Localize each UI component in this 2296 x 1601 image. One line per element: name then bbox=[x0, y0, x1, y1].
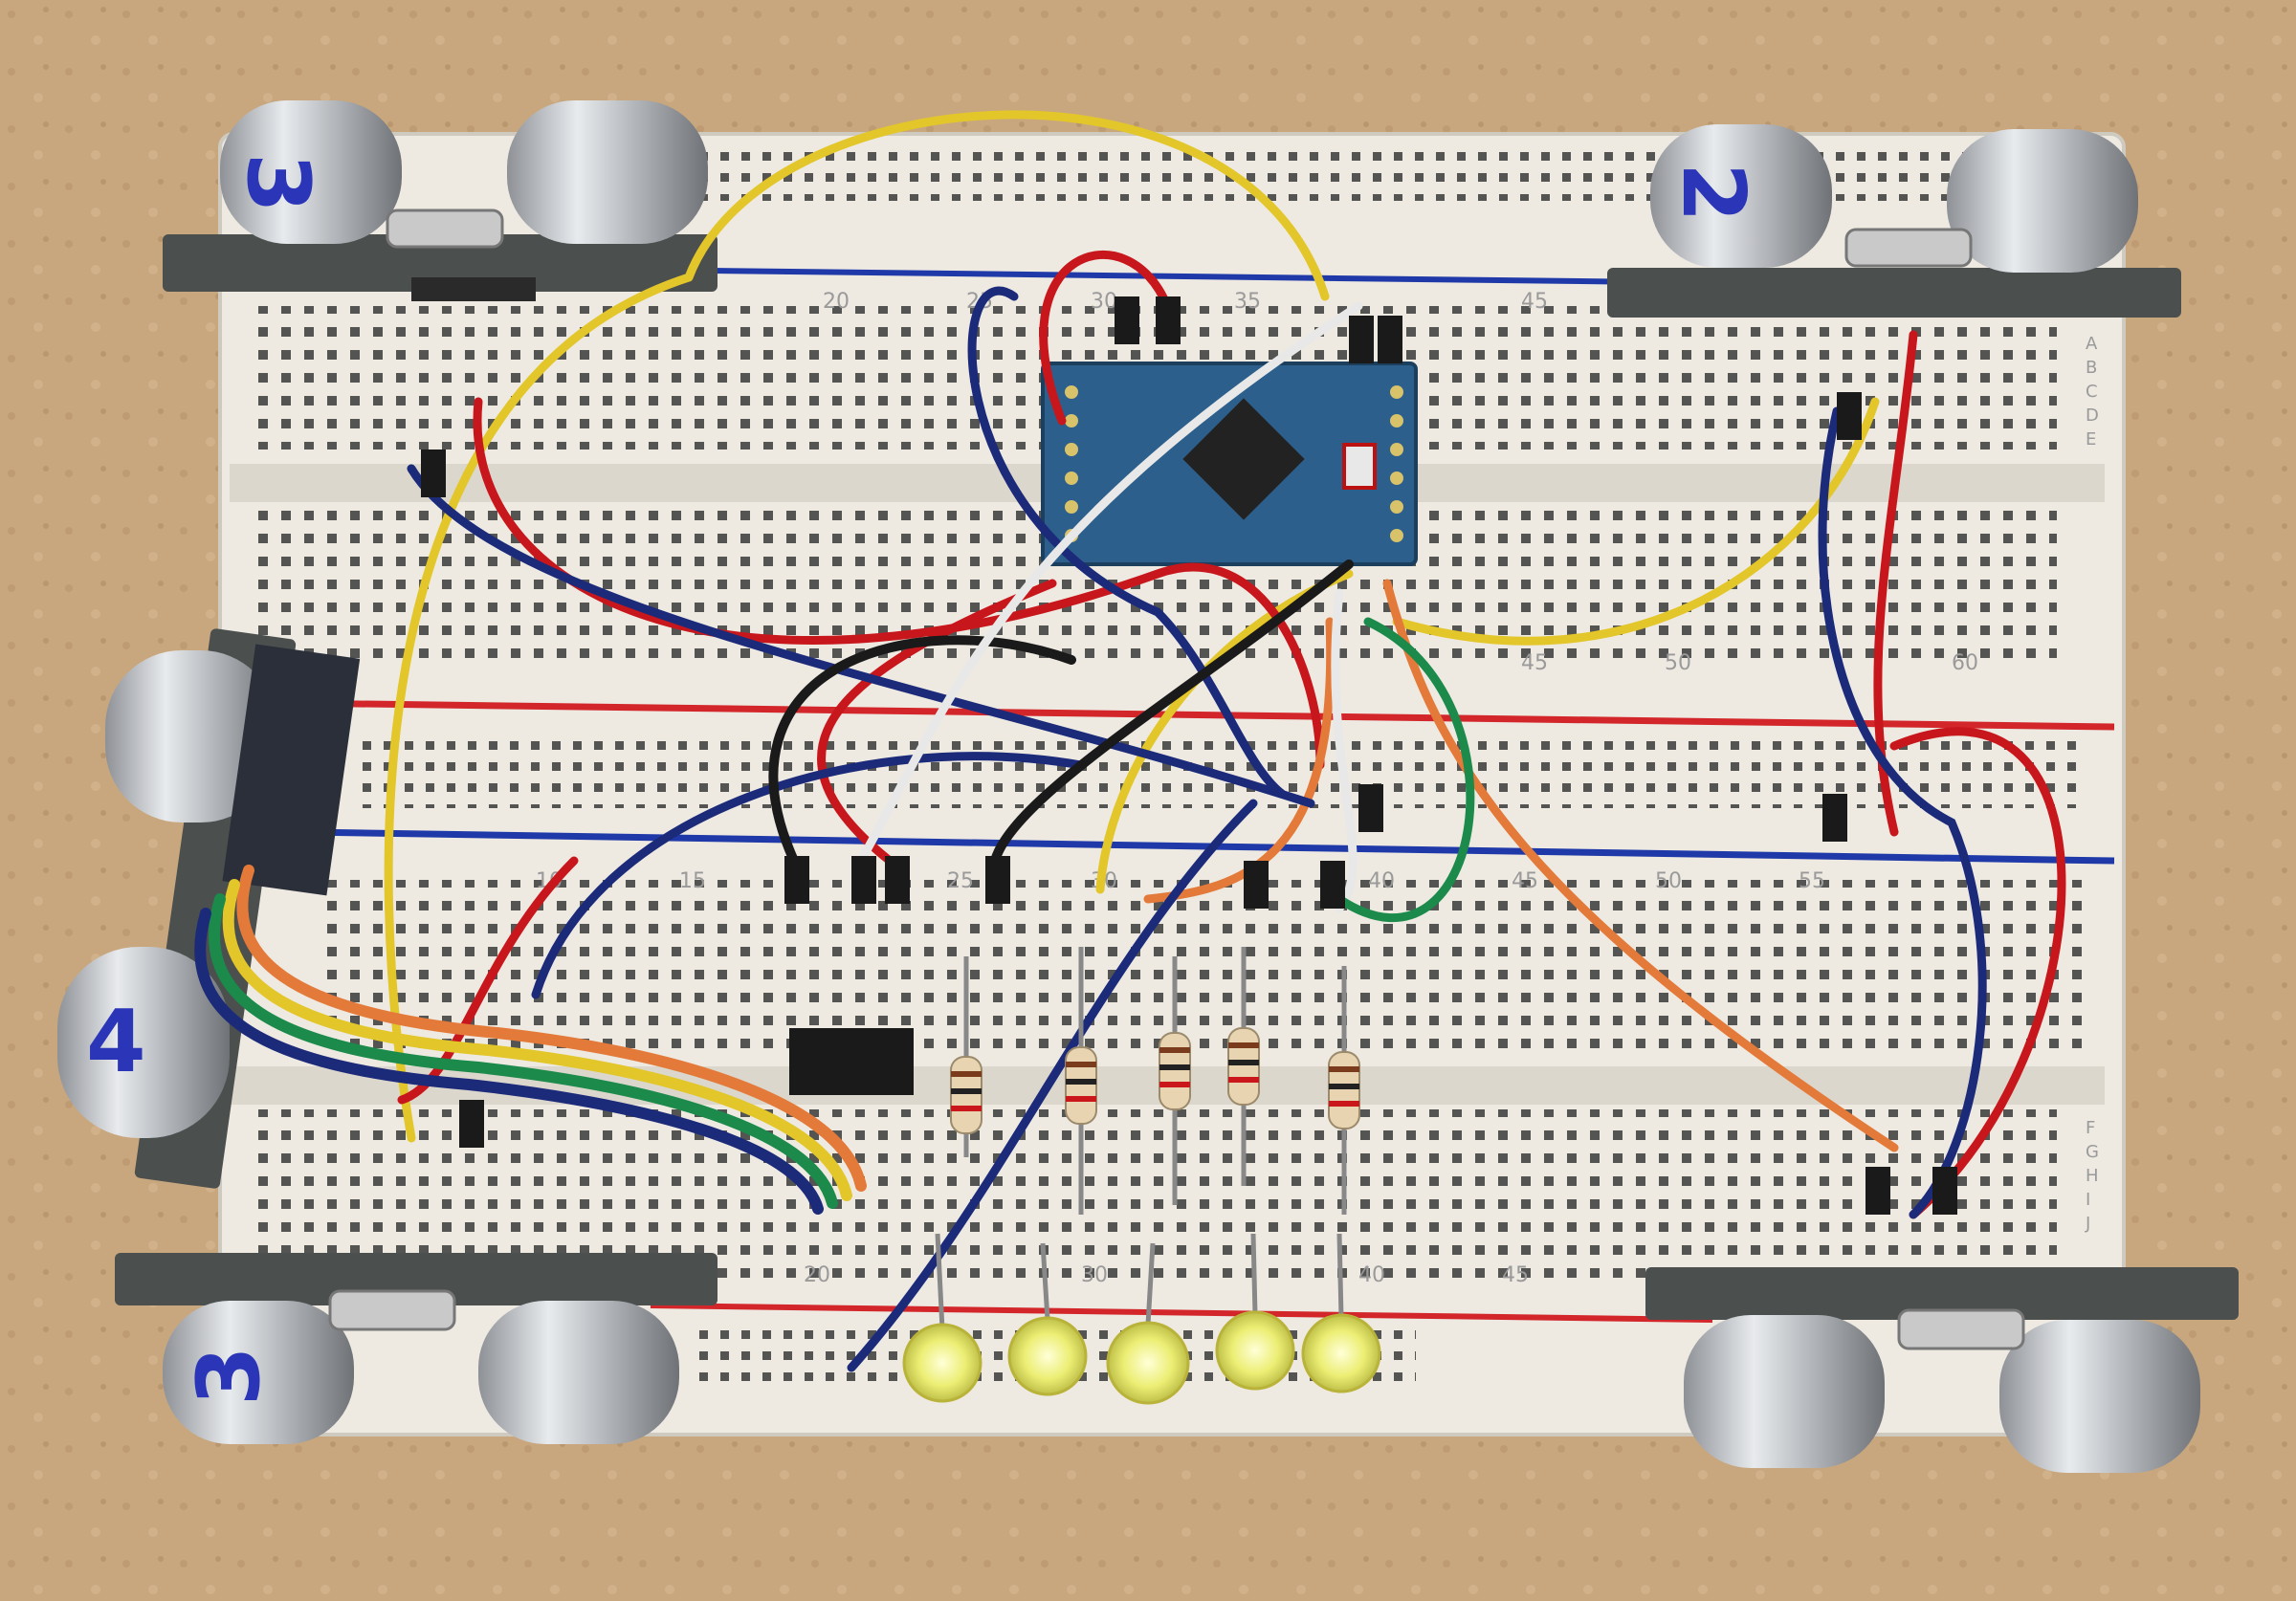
ultrasonic-sensor-top-left: 3 bbox=[163, 100, 718, 301]
led bbox=[1301, 1233, 1381, 1393]
led bbox=[902, 1233, 982, 1403]
led bbox=[1007, 1242, 1088, 1396]
wire-blue bbox=[1818, 406, 1987, 1219]
sensor-marking: 4 bbox=[86, 992, 146, 1092]
resistor bbox=[1159, 956, 1191, 1205]
resistor bbox=[1328, 966, 1360, 1215]
bb-row-letter: H bbox=[2086, 1166, 2099, 1186]
wire-white bbox=[1331, 588, 1358, 913]
pin-header bbox=[789, 1028, 914, 1095]
led bbox=[1106, 1242, 1190, 1405]
wire-red bbox=[397, 856, 579, 1105]
bb-number: 20 bbox=[804, 1263, 830, 1287]
bb-number: 50 bbox=[1655, 869, 1682, 893]
sensor-marking: 2 bbox=[1663, 163, 1763, 223]
jumper-wires bbox=[384, 110, 2066, 1372]
wire-black bbox=[768, 635, 1076, 866]
wire-red bbox=[817, 579, 1057, 866]
bb-row-letter: J bbox=[2085, 1214, 2090, 1234]
bb-number: 60 bbox=[1952, 651, 1978, 675]
wire-white bbox=[856, 301, 1363, 866]
ribbon-cable bbox=[194, 865, 867, 1215]
bb-number: 30 bbox=[1081, 1263, 1108, 1287]
bb-row-letter: C bbox=[2086, 382, 2098, 402]
bb-number: 20 bbox=[823, 290, 850, 314]
leds bbox=[902, 1233, 1381, 1405]
wire-yellow bbox=[1095, 569, 1354, 894]
bb-row-letter: A bbox=[2086, 334, 2098, 354]
sensor-marking: 3 bbox=[179, 1346, 279, 1406]
bb-number: 45 bbox=[1502, 1263, 1529, 1287]
arduino-pro-mini bbox=[1041, 362, 1418, 566]
wire-red bbox=[473, 397, 1325, 770]
wire-yellow bbox=[1392, 397, 1880, 646]
bb-number: 55 bbox=[1799, 869, 1825, 893]
bb-number: 45 bbox=[1521, 651, 1548, 675]
wire-yellow bbox=[684, 110, 1330, 301]
bb-row-letter: D bbox=[2086, 406, 2099, 426]
bb-row-letter: F bbox=[2086, 1118, 2095, 1138]
resistor bbox=[950, 956, 982, 1157]
rail-red-mid bbox=[286, 699, 2115, 731]
wire-red bbox=[1889, 727, 2066, 1219]
bb-row-letter: B bbox=[2086, 358, 2097, 378]
ultrasonic-sensor-top-right: 2 bbox=[1607, 124, 2181, 318]
resistors bbox=[950, 947, 1360, 1215]
bb-row-letter: E bbox=[2086, 429, 2096, 450]
bb-row-letter: G bbox=[2086, 1142, 2099, 1162]
wire-terminals bbox=[421, 296, 1957, 1215]
bb-number: 45 bbox=[1521, 290, 1548, 314]
bb-number: 40 bbox=[1358, 1263, 1385, 1287]
bb-number: 40 bbox=[1368, 869, 1395, 893]
bb-number: 15 bbox=[679, 869, 706, 893]
bb-number: 45 bbox=[1512, 869, 1538, 893]
wire-yellow bbox=[384, 273, 694, 1143]
wire-blue bbox=[407, 464, 1315, 808]
wire-orange bbox=[1382, 579, 1899, 1152]
wire-green bbox=[1335, 617, 1475, 923]
bb-number: 30 bbox=[1091, 290, 1117, 314]
rail-red-bottom bbox=[650, 1303, 1713, 1323]
wire-red bbox=[1039, 250, 1172, 426]
wire-orange bbox=[1143, 617, 1336, 904]
bb-number: 25 bbox=[947, 869, 974, 893]
bb-number: 50 bbox=[1665, 651, 1691, 675]
wire-blue bbox=[531, 752, 1086, 999]
resistor bbox=[1065, 947, 1097, 1215]
bb-row-letter: I bbox=[2086, 1190, 2090, 1210]
wire-blue bbox=[967, 286, 1287, 799]
led bbox=[1215, 1233, 1295, 1391]
ultrasonic-sensor-bottom-right bbox=[1645, 1267, 2239, 1473]
wire-black bbox=[990, 559, 1354, 866]
ultrasonic-sensor-bottom-left: 3 bbox=[115, 1253, 718, 1444]
sensor-marking: 3 bbox=[228, 153, 328, 213]
resistor bbox=[1227, 947, 1260, 1186]
wire-blue bbox=[847, 799, 1258, 1372]
bb-number: 35 bbox=[1234, 290, 1261, 314]
